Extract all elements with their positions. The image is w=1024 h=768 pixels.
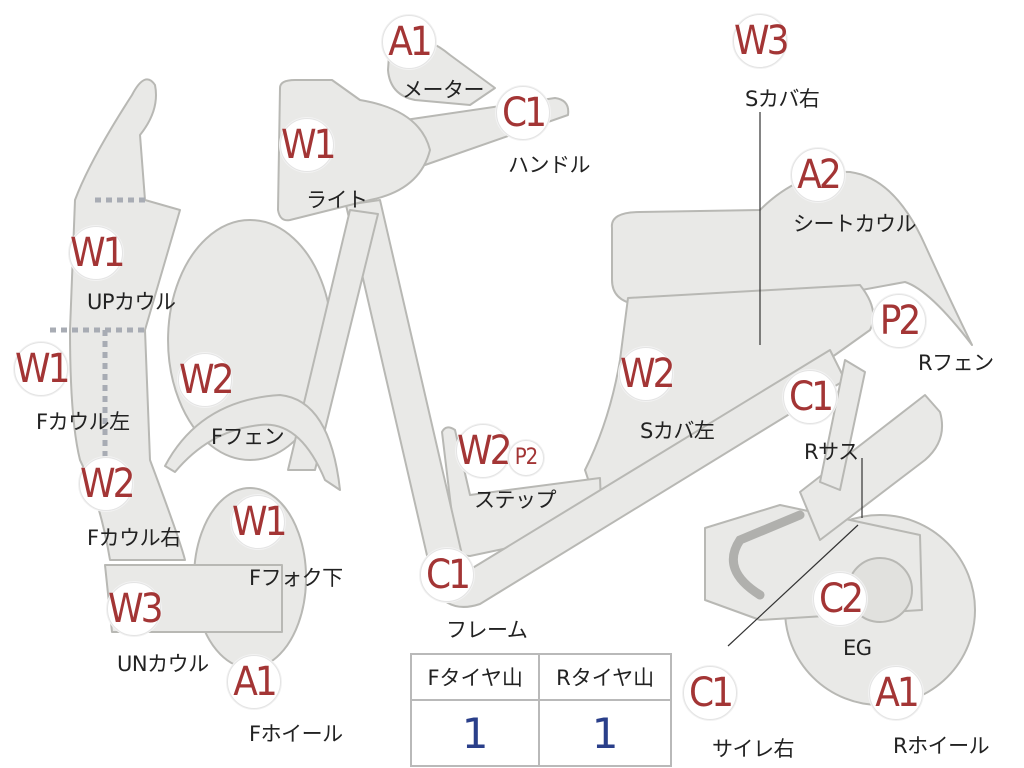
code-badge-step: W2	[456, 424, 512, 478]
engine-tube	[728, 510, 805, 600]
code-badge-front-fork-lower: W1	[231, 495, 287, 549]
code-badge-rear-fender: P2	[872, 294, 926, 348]
code-badge-step-secondary: P2	[508, 440, 544, 476]
label-upper-cowl: UPカウル	[87, 290, 176, 314]
code-badge-meter: A1	[382, 15, 436, 69]
front-tyre-value: 1	[409, 699, 541, 767]
code-badge-frame: C1	[420, 548, 474, 602]
label-engine: EG	[843, 636, 872, 660]
rear-tyre-header: Rタイヤ山	[538, 653, 672, 701]
label-side-cover-right: Sカバ右	[745, 87, 820, 111]
code-badge-engine: C2	[813, 572, 867, 626]
front-fender-shape	[164, 394, 341, 491]
label-muffler-right: サイレ右	[712, 737, 795, 761]
code-badge-front-wheel: A1	[227, 655, 281, 709]
headlight-shape	[277, 79, 431, 222]
label-handle: ハンドル	[508, 153, 591, 177]
code-badge-rear-wheel: A1	[869, 666, 923, 720]
code-badge-side-cover-right: W3	[733, 14, 789, 68]
front-tyre-header: Fタイヤ山	[409, 653, 541, 701]
label-front-fork-lower: Fフォク下	[249, 566, 343, 590]
label-meter: メーター	[402, 78, 485, 102]
code-badge-muffler-right: C1	[683, 666, 737, 720]
label-under-cowl: UNカウル	[117, 652, 209, 676]
label-step: ステップ	[474, 488, 557, 512]
tyre-tread-table: Fタイヤ山 Rタイヤ山 1 1	[409, 653, 672, 767]
code-badge-rear-shock: C1	[783, 370, 837, 424]
code-badge-under-cowl: W3	[107, 582, 163, 636]
code-badge-upper-cowl: W1	[69, 226, 125, 280]
code-badge-front-fender: W2	[178, 353, 234, 407]
rear-tyre-value: 1	[538, 699, 672, 767]
label-side-cover-left: Sカバ左	[640, 419, 715, 443]
front-fork-shape	[287, 209, 379, 471]
leader-muffler-right	[727, 524, 859, 647]
code-badge-front-cowl-right: W2	[79, 457, 135, 511]
label-rear-shock: Rサス	[804, 440, 859, 464]
code-badge-light: W1	[280, 118, 336, 172]
code-badge-front-cowl-left: W1	[14, 342, 70, 396]
code-badge-seat-cowl: A2	[791, 148, 845, 202]
label-rear-fender: Rフェン	[918, 351, 994, 375]
label-front-cowl-left: Fカウル左	[36, 410, 130, 434]
tyre-table-value-row: 1 1	[409, 699, 672, 767]
label-seat-cowl: シートカウル	[793, 212, 917, 236]
code-badge-side-cover-left: W2	[619, 347, 675, 401]
label-front-wheel: Fホイール	[249, 722, 343, 746]
code-badge-handle: C1	[496, 86, 550, 140]
label-light: ライト	[306, 188, 368, 212]
muffler-shape	[799, 394, 944, 541]
label-rear-wheel: Rホイール	[893, 734, 990, 758]
rear-shock-shape	[819, 359, 866, 491]
label-front-cowl-right: Fカウル右	[87, 526, 181, 550]
tyre-table-header-row: Fタイヤ山 Rタイヤ山	[409, 653, 672, 701]
label-front-fender: Fフェン	[211, 425, 285, 449]
label-frame: フレーム	[446, 618, 528, 642]
